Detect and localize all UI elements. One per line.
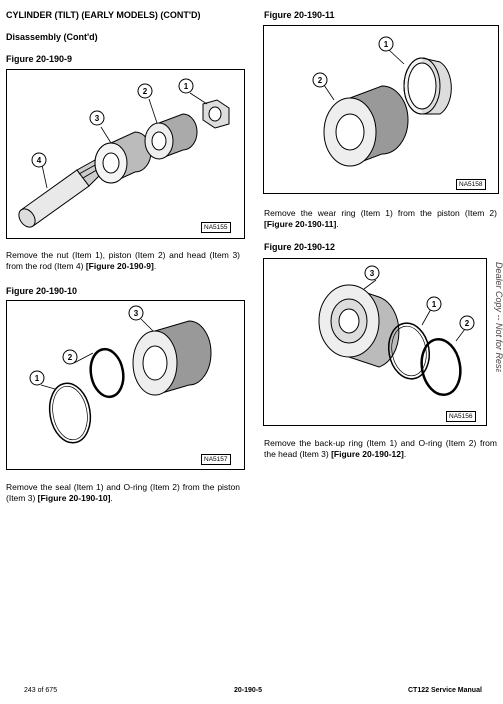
manual-title: CT122 Service Manual	[408, 687, 482, 694]
callout-2: 2	[318, 76, 323, 85]
backup-ring-oring-head-illustration: 3 1 2	[318, 265, 475, 397]
figure-20-190-10-image: 1 2 3 NA5157	[6, 300, 245, 470]
figure-20-190-11-image: 1 2 NA5158	[263, 25, 499, 194]
callout-1: 1	[384, 40, 389, 49]
figure-reference: [Figure 20-190-12]	[331, 449, 404, 459]
instruction-paragraph: Remove the seal (Item 1) and O-ring (Ite…	[6, 482, 240, 503]
instruction-paragraph: Remove the wear ring (Item 1) from the p…	[264, 208, 497, 229]
instruction-paragraph: Remove the back-up ring (Item 1) and O-r…	[264, 438, 497, 459]
figure-label: Figure 20-190-12	[264, 242, 336, 252]
wear-ring-piston-illustration: 1 2	[312, 36, 452, 167]
callout-4: 4	[37, 156, 42, 165]
rod-piston-head-illustration: 4 3 2 1	[18, 78, 230, 228]
figure-code: NA5156	[446, 411, 476, 422]
instruction-paragraph: Remove the nut (Item 1), piston (Item 2)…	[6, 250, 240, 271]
page-count: 243 of 675	[24, 687, 58, 694]
figure-20-190-12-image: 3 1 2 NA5156	[263, 258, 487, 426]
figure-20-190-9-image: 4 3 2 1 NA5155	[6, 69, 245, 239]
figure-label: Figure 20-190-10	[6, 286, 78, 296]
figure-code: NA5155	[201, 222, 231, 233]
callout-1: 1	[184, 82, 189, 91]
figure-code: NA5157	[201, 454, 231, 465]
callout-1: 1	[35, 374, 40, 383]
figure-code: NA5158	[456, 179, 486, 190]
seal-oring-piston-illustration: 1 2 3	[29, 305, 212, 444]
callout-3: 3	[95, 114, 100, 123]
figure-reference: [Figure 20-190-11]	[264, 219, 337, 229]
figure-reference: [Figure 20-190-9]	[85, 261, 154, 271]
callout-2: 2	[68, 353, 73, 362]
callout-3: 3	[370, 269, 375, 278]
side-watermark: Dealer Copy -- Not for Resale	[494, 262, 503, 372]
figure-label: Figure 20-190-9	[6, 54, 73, 64]
page-number: 20-190-5	[234, 687, 263, 694]
section-subtitle: Disassembly (Cont'd)	[6, 32, 98, 42]
callout-2: 2	[465, 319, 470, 328]
callout-1: 1	[432, 300, 437, 309]
section-title: CYLINDER (TILT) (EARLY MODELS) (CONT'D)	[6, 10, 201, 20]
figure-reference: [Figure 20-190-10]	[37, 493, 111, 503]
callout-3: 3	[134, 309, 139, 318]
figure-label: Figure 20-190-11	[264, 10, 335, 20]
callout-2: 2	[143, 87, 148, 96]
